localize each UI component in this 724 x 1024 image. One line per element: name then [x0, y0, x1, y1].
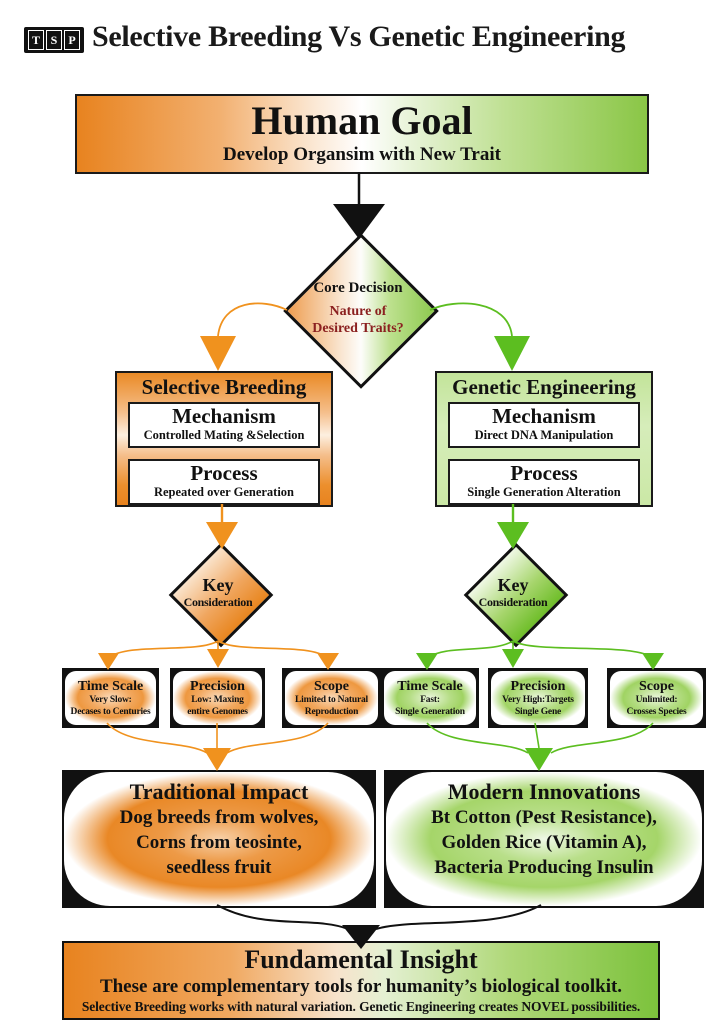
- factor-box-precision-selective: Precision Low: Maxing entire Genomes: [170, 668, 265, 728]
- impact-title: Traditional Impact: [129, 779, 309, 804]
- insight-line1: These are complementary tools for humani…: [99, 976, 623, 997]
- impact-line: Corns from teosinte,: [136, 832, 302, 853]
- selective-mechanism-box: Mechanism Controlled Mating &Selection: [128, 402, 320, 448]
- genetic-mechanism-box: Mechanism Direct DNA Manipulation: [448, 402, 640, 448]
- factor-line: Single Generation: [395, 706, 465, 717]
- factor-line: Very High:Targets: [502, 694, 574, 705]
- insight-title: Fundamental Insight: [244, 945, 478, 974]
- factor-title: Scope: [639, 678, 674, 694]
- arrow-goal-to-decision: [333, 172, 385, 239]
- factor-line: Unlimited:: [635, 694, 678, 705]
- process-detail: Repeated over Generation: [153, 485, 294, 499]
- selective-breeding-box: Selective Breeding Mechanism Controlled …: [115, 371, 333, 507]
- traditional-impact-box: Traditional Impact Dog breeds from wolve…: [62, 770, 376, 908]
- impact-line: Bacteria Producing Insulin: [434, 857, 654, 878]
- mechanism-label: Mechanism: [492, 404, 596, 428]
- arrow-decision-to-selective: [200, 302, 288, 371]
- factor-box-scope-genetic: Scope Unlimited: Crosses Species: [607, 668, 706, 728]
- logo-letter-s: S: [46, 30, 62, 50]
- factor-line: Reproduction: [304, 706, 359, 717]
- factor-line: Fast:: [420, 694, 440, 705]
- selective-process-box: Process Repeated over Generation: [128, 459, 320, 505]
- factor-box-precision-genetic: Precision Very High:Targets Single Gene: [488, 668, 588, 728]
- impact-line: Bt Cotton (Pest Resistance),: [431, 807, 657, 828]
- factor-title: Precision: [190, 678, 245, 694]
- consideration-label: Consideration: [183, 594, 253, 609]
- selective-breeding-title: Selective Breeding: [141, 375, 307, 399]
- human-goal-box: Human Goal Develop Organsim with New Tra…: [75, 94, 649, 174]
- factor-title: Time Scale: [77, 678, 144, 694]
- arrows-key-to-factors-genetic: [416, 640, 664, 670]
- impact-title: Modern Innovations: [447, 779, 641, 804]
- mechanism-detail: Controlled Mating &Selection: [143, 428, 305, 442]
- key-label: Key: [497, 574, 529, 595]
- logo-letter-p: P: [64, 30, 80, 50]
- key-consideration-diamond-selective: Key Consideration: [168, 542, 274, 648]
- factor-line: entire Genomes: [187, 706, 248, 717]
- factor-title: Scope: [314, 678, 349, 694]
- factor-box-time-scale-selective: Time Scale Very Slow: Decases to Centuri…: [62, 668, 159, 728]
- key-consideration-diamond-genetic: Key Consideration: [463, 542, 569, 648]
- impact-line: seedless fruit: [166, 857, 272, 878]
- factor-line: Decases to Centuries: [70, 706, 151, 717]
- factor-box-scope-selective: Scope Limited to Natural Reproduction: [282, 668, 381, 728]
- fundamental-insight-box: Fundamental Insight These are complement…: [62, 941, 660, 1020]
- factor-line: Crosses Species: [626, 706, 687, 717]
- mechanism-label: Mechanism: [172, 404, 276, 428]
- core-decision-diamond: Core Decision Nature of Desired Traits?: [283, 233, 439, 389]
- factor-line: Low: Maxing: [191, 694, 244, 705]
- factor-line: Single Gene: [514, 706, 562, 717]
- impact-line: Golden Rice (Vitamin A),: [441, 832, 647, 853]
- process-label: Process: [190, 461, 258, 485]
- human-goal-title: Human Goal: [251, 98, 473, 143]
- core-decision-question-line1: Nature of: [329, 304, 387, 319]
- consideration-label: Consideration: [478, 594, 548, 609]
- arrows-factors-to-impact-genetic: [426, 722, 654, 771]
- human-goal-subtitle: Develop Organsim with New Trait: [223, 144, 501, 165]
- factor-line: Very Slow:: [89, 694, 132, 705]
- factor-title: Time Scale: [397, 678, 463, 694]
- mechanism-detail: Direct DNA Manipulation: [474, 428, 614, 442]
- factor-box-time-scale-genetic: Time Scale Fast: Single Generation: [381, 668, 479, 728]
- genetic-engineering-box: Genetic Engineering Mechanism Direct DNA…: [435, 371, 653, 507]
- insight-line2: Selective Breeding works with natural va…: [81, 999, 641, 1014]
- factor-line: Limited to Natural: [295, 694, 368, 705]
- tsp-logo: T S P: [24, 27, 84, 53]
- arrows-factors-to-impact-selective: [106, 722, 329, 771]
- logo-letter-t: T: [28, 30, 44, 50]
- genetic-engineering-title: Genetic Engineering: [452, 375, 636, 399]
- core-decision-title: Core Decision: [313, 280, 403, 296]
- key-label: Key: [202, 574, 234, 595]
- modern-innovations-box: Modern Innovations Bt Cotton (Pest Resis…: [384, 770, 704, 908]
- factor-title: Precision: [510, 678, 566, 694]
- core-decision-question-line2: Desired Traits?: [312, 321, 404, 336]
- impact-line: Dog breeds from wolves,: [119, 807, 319, 828]
- process-label: Process: [510, 461, 578, 485]
- genetic-process-box: Process Single Generation Alteration: [448, 459, 640, 505]
- arrow-decision-to-genetic: [429, 302, 530, 371]
- page-title: Selective Breeding Vs Genetic Engineerin…: [92, 20, 626, 53]
- process-detail: Single Generation Alteration: [467, 485, 621, 499]
